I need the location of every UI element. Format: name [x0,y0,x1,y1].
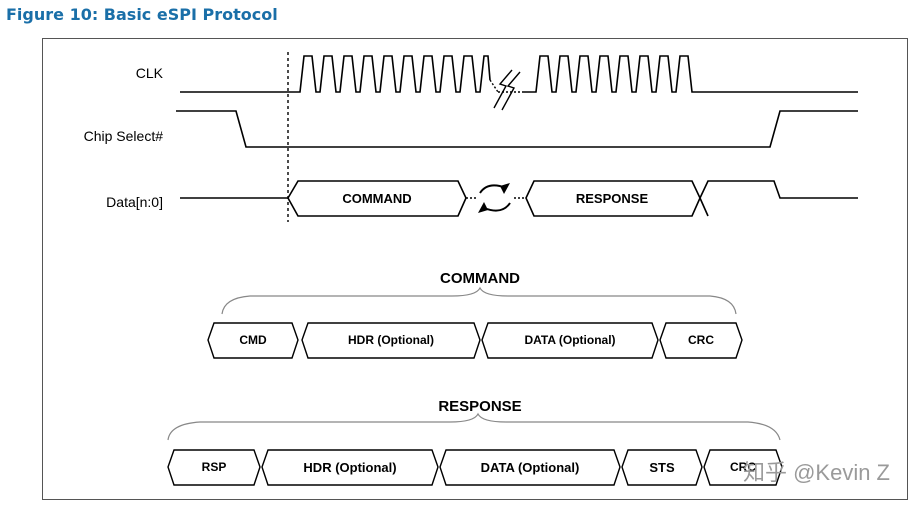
command-field-row: CMD HDR (Optional) DATA (Optional) CRC [207,322,743,359]
clk-gap-dash [489,79,499,93]
command-brace [221,286,737,315]
response-group-title: RESPONSE [438,398,521,415]
rsp-sts-field [621,449,703,486]
cmd-data-field-label: DATA (Optional) [524,333,615,347]
watermark: 知乎 @Kevin Z [743,460,890,485]
chip-select-label: Chip Select# [84,128,164,144]
data-trailing-waveform [699,180,858,217]
rsp-hdr-field [261,449,439,486]
cmd-crc-field-label: CRC [688,333,714,347]
clk-waveform-resume [522,55,858,93]
cmd-crc-field [659,322,743,359]
rsp-field [167,449,261,486]
clk-waveform [180,55,491,93]
rsp-data-field-label: DATA (Optional) [481,460,580,475]
rsp-data-field [439,449,621,486]
cmd-hdr-field-label: HDR (Optional) [348,333,434,347]
response-brace [167,412,781,441]
cmd-field [207,322,299,359]
rsp-crc-field [703,449,783,486]
response-field-row: RSP HDR (Optional) DATA (Optional) STS C… [167,449,783,486]
cmd-hdr-field [301,322,481,359]
clk-label: CLK [136,65,164,81]
rsp-sts-field-label: STS [649,460,675,475]
cmd-field-label: CMD [239,333,267,347]
figure-title: Figure 10: Basic eSPI Protocol [6,5,278,24]
command-field-label: COMMAND [342,191,411,206]
rsp-crc-field-label: CRC [730,460,756,474]
data-label: Data[n:0] [106,194,163,210]
cmd-data-field [481,322,659,359]
break-marks [493,69,521,111]
command-group-title: COMMAND [440,270,520,287]
response-field-label: RESPONSE [576,191,649,206]
chip-select-waveform [176,110,858,148]
turnaround-arrows-icon [478,183,511,213]
rsp-hdr-field-label: HDR (Optional) [303,460,396,475]
diagram-frame [42,38,908,500]
rsp-field-label: RSP [202,460,227,474]
